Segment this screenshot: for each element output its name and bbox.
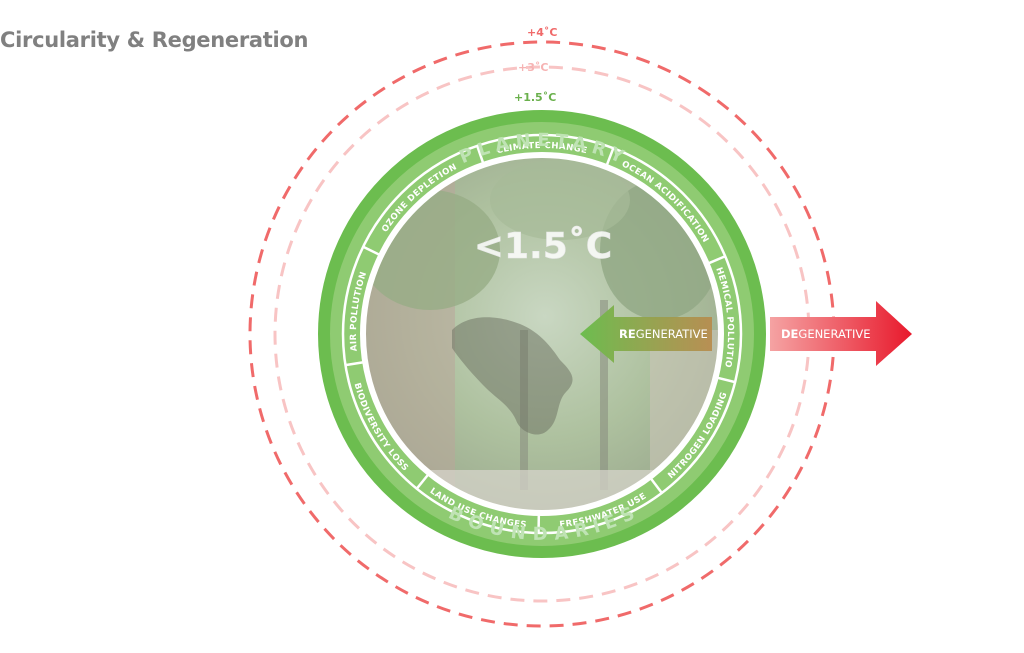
temp-label-plus-1-5c: +1.5˚C [514,91,556,104]
degenerative-label: DEGENERATIVE [781,327,871,341]
continent-silhouette [452,317,573,435]
segment-divider [415,473,430,490]
temp-label-plus-4c: +4˚C [527,26,557,39]
segment-divider [649,477,663,494]
regenerative-arrow: REGENERATIVE [580,305,712,363]
degenerative-arrow-shape [770,301,912,366]
center-temperature-label: <1.5˚C [474,226,612,267]
inner-circle-border [360,152,724,516]
segment-divider [345,360,365,367]
degenerative-arrow: DEGENERATIVE [770,301,912,366]
segment-dividers [341,133,743,535]
segment-divider [362,245,381,257]
temp-label-plus-3c: +3˚C [518,61,548,74]
regenerative-label: REGENERATIVE [619,327,708,341]
segment-divider [476,145,485,165]
segment-divider [716,376,736,384]
segment-outer-ring [341,133,743,535]
segment-divider [707,255,726,265]
regenerative-arrow-shape [580,305,712,363]
page-title: Circularity & Regeneration [0,28,309,52]
segment-divider [605,147,615,167]
